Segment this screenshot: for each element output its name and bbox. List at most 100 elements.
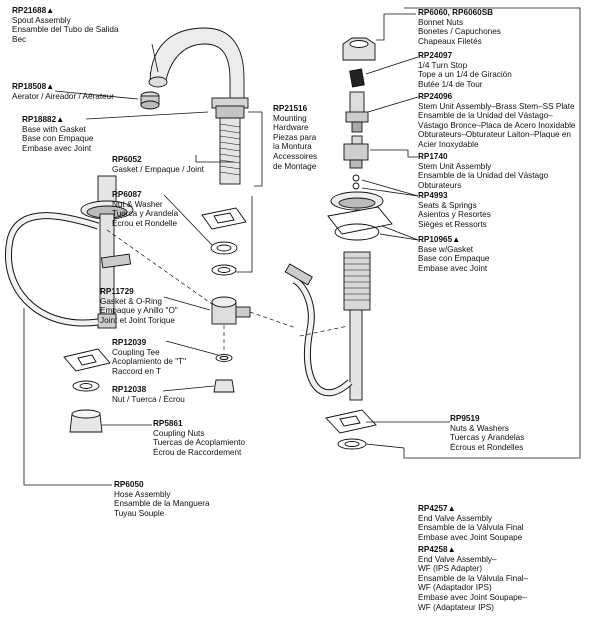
- part-number: RP4993: [418, 191, 448, 200]
- part-number: RP21516: [273, 104, 308, 113]
- description-line: Stem Unit Assembly–Brass Stem–SS Plate: [418, 101, 575, 111]
- callout-rp5861: RP5861 Coupling Nuts Tuercas de Acoplami…: [153, 419, 245, 457]
- description-line: Ensamble de la Manguera: [114, 499, 210, 509]
- callout-rp21516: RP21516 Mounting Hardware Piezas para la…: [273, 104, 317, 171]
- description-line: Bonnet Nuts: [418, 17, 464, 27]
- description-line: Tuercas de Acoplamiento: [153, 438, 246, 448]
- left-coupling-parts: [63, 348, 111, 433]
- part-number: RP1740: [418, 152, 448, 161]
- mounting-gasket-square: [201, 207, 247, 230]
- description-line: Tuercas y Arandelas: [450, 433, 525, 443]
- description-line: de Montage: [273, 161, 317, 171]
- part-number: RP18882▲: [22, 115, 65, 124]
- description-line: la Montura: [273, 142, 312, 152]
- aerator: [140, 91, 160, 110]
- part-number: RP6050: [114, 480, 144, 489]
- description-line: Ensamble de la Unidad del Vástago: [418, 171, 549, 181]
- callout-rp12038: RP12038 Nut / Tuerca / Écrou: [112, 385, 185, 404]
- description-line: Écrou de Raccordement: [153, 447, 242, 457]
- description-line: Mounting: [273, 113, 307, 123]
- part-number: RP18508▲: [12, 82, 55, 91]
- description-line: Bec: [12, 34, 27, 44]
- part-number: RP12039: [112, 338, 147, 347]
- description-line: Hose Assembly: [114, 489, 171, 499]
- part-number: RP24097: [418, 51, 453, 60]
- callout-rp9519: RP9519 Nuts & Washers Tuercas y Arandela…: [450, 414, 524, 452]
- description-line: Butée 1/4 de Tour: [418, 79, 483, 89]
- description-line: Ensamble de la Válvula Final–: [418, 573, 529, 583]
- callout-rp6050: RP6050 Hose Assembly Ensamble de la Mang…: [114, 480, 210, 518]
- description-line: Base con Empaque: [418, 254, 490, 264]
- part-number: RP6052: [112, 155, 142, 164]
- callout-rp11729: RP11729 Gasket & O-Ring Empaque y Anillo…: [100, 287, 178, 325]
- part-number: RP10965▲: [418, 235, 461, 244]
- description-line: Base con Empaque: [22, 134, 94, 144]
- description-line: Bonetes / Capuchones: [418, 27, 501, 37]
- quarter-turn-stop: [349, 68, 365, 88]
- callout-rp6087: RP6087 Nut & Washer Tuerca y Arandela Éc…: [112, 190, 178, 228]
- callout-rp4258: RP4258▲ End Valve Assembly– WF (IPS Adap…: [418, 545, 528, 612]
- description-line: Tuyau Souple: [114, 508, 165, 518]
- stem-unit-brass: [345, 91, 369, 133]
- right-nuts-washers: [325, 409, 377, 450]
- description-line: Accessoires: [273, 151, 318, 161]
- coupling-tee: [211, 296, 251, 393]
- assembly-dashed-lines: [106, 229, 349, 352]
- part-number: RP6060, RP6060SB: [418, 8, 494, 17]
- description-line: Ensamble del Tubo de Salida: [12, 25, 119, 35]
- callout-rp10965: RP10965▲ Base w/Gasket Base con Empaque …: [418, 235, 489, 273]
- callout-rp1740: RP1740 Stem Unit Assembly Ensamble de la…: [418, 152, 548, 190]
- description-line: Joint et Joint Torique: [100, 315, 175, 325]
- description-line: Gasket / Empaque / Joint: [112, 164, 204, 174]
- description-line: Obturateurs: [418, 180, 462, 190]
- part-number: RP6087: [112, 190, 142, 199]
- mounting-nut-washer: [210, 241, 238, 276]
- description-line: Ensamble de la Unidad del Vástago–: [418, 111, 553, 121]
- description-line: Piezas para: [273, 132, 317, 142]
- description-line: End Valve Assembly–: [418, 554, 497, 564]
- right-base-gasket: [327, 191, 393, 241]
- right-hose: [284, 263, 353, 397]
- description-line: Hardware: [273, 123, 309, 133]
- part-number: RP5861: [153, 419, 183, 428]
- right-valve-body: [343, 251, 371, 401]
- description-line: Base w/Gasket: [418, 244, 474, 254]
- bonnet-nut: [342, 37, 376, 61]
- description-line: Vástago Bronce–Placa de Acero Inoxidable: [418, 120, 576, 130]
- spout-assembly: [148, 27, 249, 185]
- description-line: Embase avec Joint: [22, 143, 92, 153]
- part-number: RP4257▲: [418, 504, 456, 513]
- description-line: Gasket & O-Ring: [100, 296, 162, 306]
- description-line: WF (Adaptateur IPS): [418, 602, 494, 612]
- callout-rp24097: RP24097 1/4 Turn Stop Tope a un 1/4 de G…: [418, 51, 512, 89]
- description-line: Écrous et Rondelles: [450, 442, 524, 452]
- stem-unit: [343, 135, 369, 190]
- part-number: RP4258▲: [418, 545, 456, 554]
- description-line: Tope a un 1/4 de Giración: [418, 70, 512, 80]
- description-line: Stem Unit Assembly: [418, 161, 492, 171]
- description-line: WF (IPS Adapter): [418, 564, 483, 574]
- description-line: Raccord en T: [112, 366, 161, 376]
- description-line: WF (Adaptador IPS): [418, 583, 492, 593]
- callout-rp24096: RP24096 Stem Unit Assembly–Brass Stem–SS…: [418, 92, 576, 150]
- part-number: RP24096: [418, 92, 453, 101]
- description-line: Coupling Tee: [112, 347, 160, 357]
- description-line: Nut / Tuerca / Écrou: [112, 394, 185, 404]
- description-line: Tuerca y Arandela: [112, 209, 179, 219]
- callout-rp12039: RP12039 Coupling Tee Acoplamiento de "T"…: [112, 338, 186, 376]
- description-line: Chapeaux Filetés: [418, 36, 482, 46]
- description-line: Embase avec Joint Soupape: [418, 532, 523, 542]
- description-line: Ensamble de la Válvula Final: [418, 523, 524, 533]
- description-line: Embase avec Joint Soupape–: [418, 592, 527, 602]
- description-line: Spout Assembly: [12, 15, 71, 25]
- part-number: RP12038: [112, 385, 147, 394]
- description-line: Obturateurs–Obturateur Laiton–Plaque en: [418, 130, 571, 140]
- callout-rp21688: RP21688▲ Spout Assembly Ensamble del Tub…: [12, 6, 119, 44]
- leader-lines: [23, 7, 581, 486]
- description-line: 1/4 Turn Stop: [418, 60, 468, 70]
- description-line: Asientos y Resortes: [418, 210, 491, 220]
- part-number: RP21688▲: [12, 6, 55, 15]
- left-hose: [5, 212, 132, 327]
- part-number: RP9519: [450, 414, 480, 423]
- description-line: Sièges et Ressorts: [418, 219, 487, 229]
